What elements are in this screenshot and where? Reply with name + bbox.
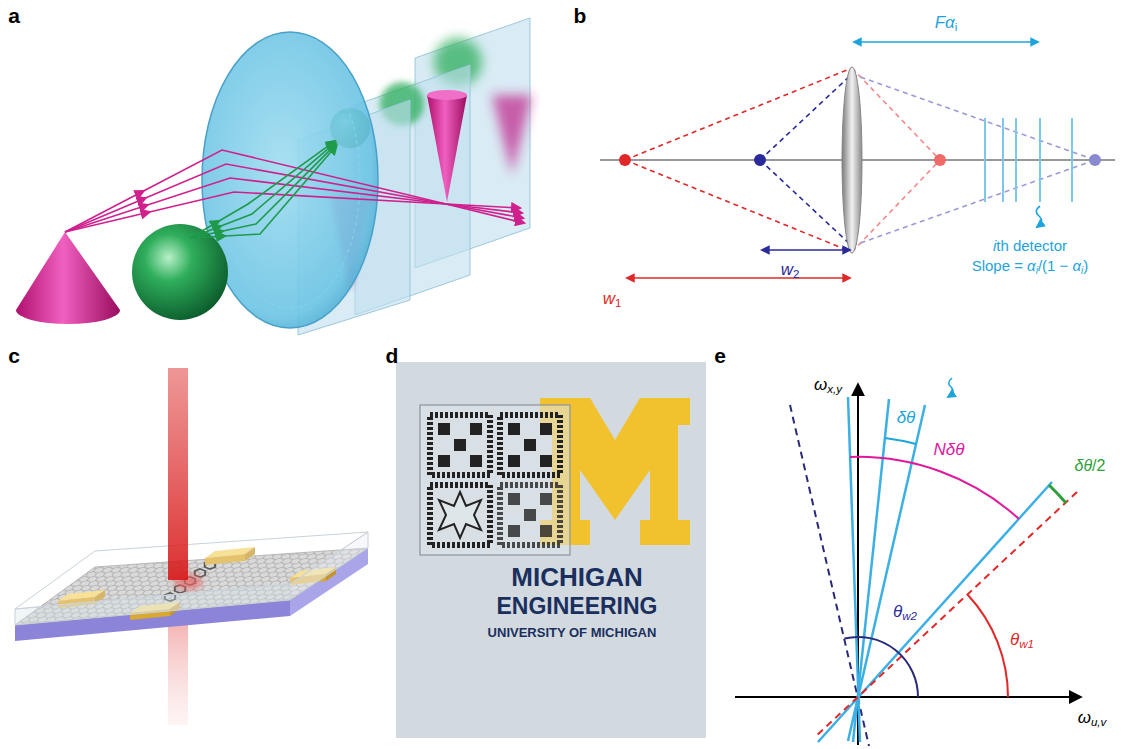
encapsulation-layer <box>15 532 368 609</box>
dashed-line <box>814 492 1077 738</box>
detector-line <box>818 397 1052 742</box>
text-run: δθ <box>897 408 916 427</box>
text-run: i <box>955 22 958 34</box>
text-run: /(1 − <box>1038 257 1073 274</box>
detector-planes <box>985 118 1072 202</box>
annotation-text: ith detector <box>993 238 1067 254</box>
glass-chip <box>420 405 570 555</box>
angle-label: Nδθ <box>932 441 967 459</box>
panel-b-illustration <box>600 42 1115 278</box>
lens <box>842 67 862 253</box>
light-rays <box>190 141 337 238</box>
photo-background <box>396 362 706 738</box>
blurred-cone <box>492 95 532 175</box>
text-run: δθ <box>1075 457 1093 474</box>
laser-beam <box>168 615 188 725</box>
device-array <box>430 415 560 545</box>
panel-e-illustration <box>735 378 1080 746</box>
text-run: u,v <box>1091 717 1106 729</box>
text-run: ω <box>814 375 827 394</box>
angle-label: δθ/2 <box>1073 458 1108 475</box>
text-run: i <box>1081 265 1083 276</box>
cone-object <box>16 232 120 324</box>
text-run: c <box>8 344 20 367</box>
focused-cone <box>427 90 467 100</box>
text-run: w2 <box>902 611 917 623</box>
text-run: 1 <box>615 298 621 310</box>
dimension-label: w1 <box>603 290 622 308</box>
panel-a-illustration <box>16 18 532 335</box>
logo-text: ENGINEERING <box>496 594 657 618</box>
image-point <box>1089 154 1101 166</box>
text-run: e <box>714 344 726 367</box>
logo-text: MICHIGAN <box>511 564 642 591</box>
text-run: α <box>1027 257 1036 274</box>
dimension-label: Fαi <box>935 14 958 32</box>
text-run: b <box>574 4 587 27</box>
panel-letter: d <box>386 345 399 367</box>
angle-arc <box>850 457 1019 519</box>
text-run: 2 <box>793 269 799 281</box>
axis <box>735 696 1080 698</box>
angle-arc <box>885 438 916 444</box>
text-run: Slope = <box>972 257 1027 274</box>
angle-label: θw1 <box>1008 631 1036 649</box>
angle-arc <box>845 637 919 697</box>
axis-label: ωx,y <box>812 376 844 394</box>
pointer-squiggle <box>1036 206 1041 227</box>
object-point <box>619 154 631 166</box>
lens <box>202 32 378 328</box>
angle-label: θw2 <box>891 603 919 621</box>
text-run: α <box>1073 257 1082 274</box>
pointer-squiggle <box>948 378 953 397</box>
text-run: θ <box>1010 630 1019 649</box>
focused-cone <box>427 95 467 202</box>
angle-arc <box>1049 485 1066 503</box>
text-run: MICHIGAN <box>511 562 642 592</box>
dimension-arrow <box>854 41 1038 43</box>
panel-letter: c <box>8 345 20 367</box>
panel-d-photo <box>396 362 706 738</box>
image-point <box>934 154 946 166</box>
dimension-arrow <box>627 277 850 279</box>
text-run: w <box>603 289 615 308</box>
light-rays <box>65 150 524 232</box>
text-run: w1 <box>1019 639 1034 651</box>
annotation-text: Slope = αi/(1 − αi) <box>972 258 1089 274</box>
text-run: ω <box>1078 708 1091 727</box>
text-run: /2 <box>1092 457 1105 474</box>
axis-label: ωu,v <box>1076 709 1109 727</box>
panel-c-illustration <box>15 368 368 725</box>
text-run: ENGINEERING <box>496 593 657 619</box>
angle-arc <box>968 595 1008 697</box>
panel-letter: a <box>8 5 20 27</box>
sphere-object <box>132 224 228 320</box>
logo-text: UNIVERSITY OF MICHIGAN <box>488 626 657 640</box>
text-run: x,y <box>827 384 842 396</box>
dimension-arrow <box>762 249 850 251</box>
text-run: ) <box>1083 257 1088 274</box>
object-point <box>754 154 766 166</box>
text-run: Fα <box>935 13 955 32</box>
angle-label: δθ <box>895 409 918 427</box>
text-run: UNIVERSITY OF MICHIGAN <box>488 625 657 640</box>
text-run: d <box>386 344 399 367</box>
dimension-label: w2 <box>781 261 800 279</box>
panel-letter: b <box>574 5 587 27</box>
text-run: i <box>993 237 996 254</box>
text-run: w <box>781 260 793 279</box>
text-run: i <box>1036 265 1038 276</box>
panel-letter: e <box>714 345 726 367</box>
laser-beam <box>168 368 188 580</box>
text-run: a <box>8 4 20 27</box>
light-rays <box>625 68 1095 252</box>
text-run: th detector <box>996 237 1067 254</box>
text-run: Nδθ <box>934 440 965 459</box>
text-run: θ <box>893 602 902 621</box>
